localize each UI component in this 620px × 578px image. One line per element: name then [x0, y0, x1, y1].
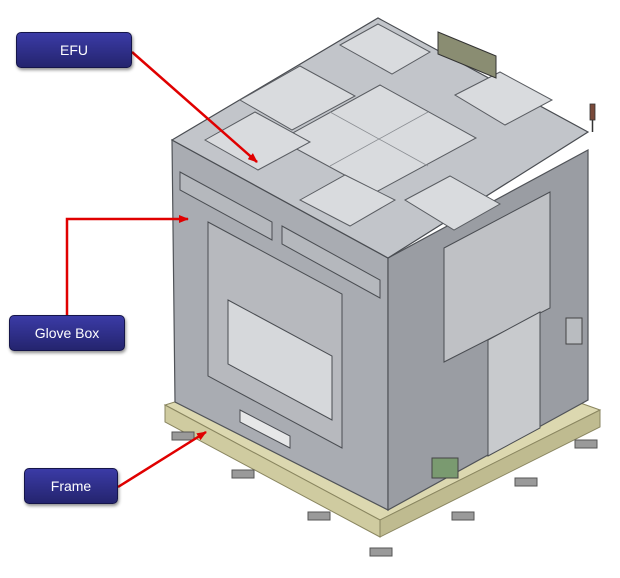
filter-unit-icon: [437, 31, 497, 79]
light-tower-icon: [589, 103, 596, 132]
control-panel-icon: [565, 317, 583, 345]
efu-label: EFU: [16, 32, 132, 68]
frame-label: Frame: [24, 468, 118, 504]
glove-box-front: [179, 171, 381, 449]
glove-box-label: Glove Box: [9, 315, 125, 351]
glove-box-arrow: [65, 215, 189, 315]
frame-arrow: [117, 430, 207, 489]
glove-box-side: [431, 191, 583, 479]
callout-arrows: [65, 51, 258, 489]
efu-arrow: [131, 51, 258, 163]
